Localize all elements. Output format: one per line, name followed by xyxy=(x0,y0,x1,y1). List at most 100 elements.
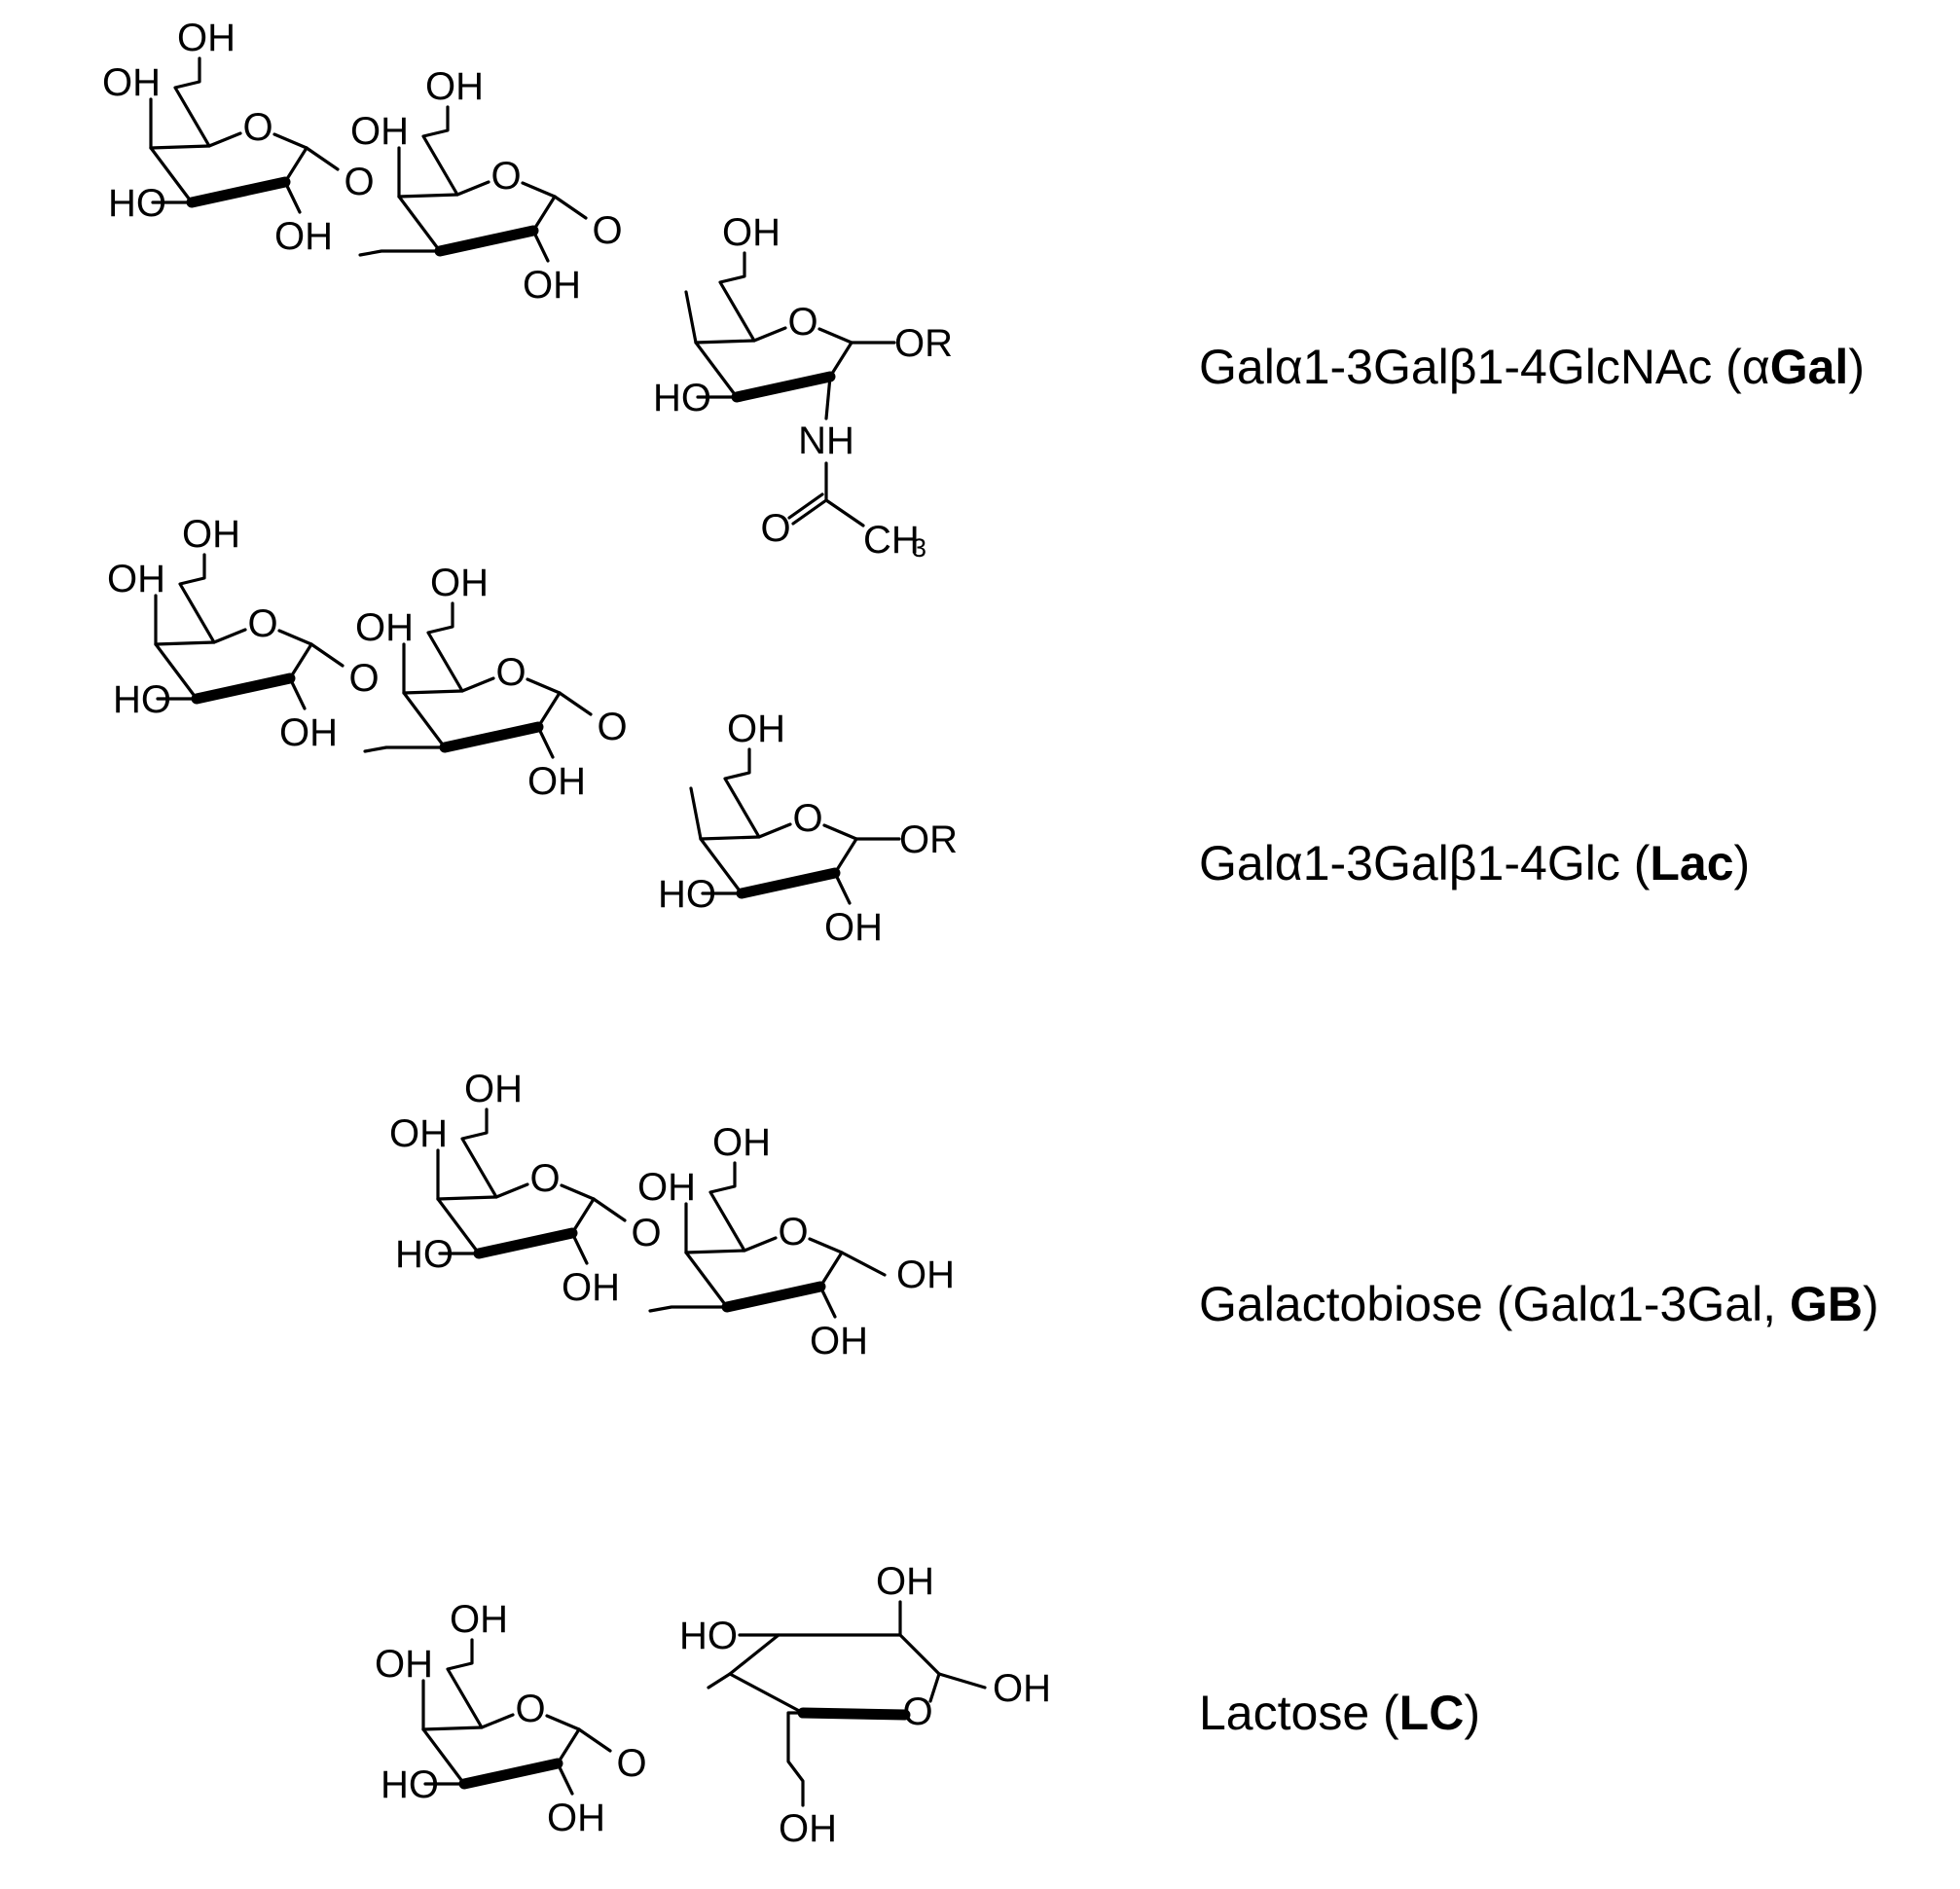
ring-oxygen-label: O xyxy=(792,797,822,840)
amide-nitrogen-label: NH xyxy=(798,419,854,462)
c4-hydroxyl-label: OH xyxy=(102,61,161,104)
ring-oxygen-label: O xyxy=(529,1157,560,1200)
glycosidic-oxygen-label: O xyxy=(631,1212,661,1254)
anomeric-bond xyxy=(937,1672,987,1689)
c6-hydroxyl-label: OH xyxy=(712,1121,771,1164)
glycosidic-oxygen-label: O xyxy=(597,706,627,748)
ring-oxygen-label: O xyxy=(495,651,526,694)
ch2oh-bond xyxy=(460,1108,498,1199)
c6-hydroxyl-label: OH xyxy=(425,65,484,108)
c6-hydroxyl-label: OH xyxy=(177,17,236,59)
c6-hydroxyl-label: OH xyxy=(779,1807,837,1850)
ring-bond xyxy=(699,837,744,895)
ch2oh-bond xyxy=(173,56,211,148)
glycosidic-bond xyxy=(309,642,345,668)
ring-bond xyxy=(699,822,792,841)
ring-bond xyxy=(818,1251,844,1289)
ch2oh-bond xyxy=(426,601,464,693)
c4-hydroxyl-label: OH xyxy=(375,1643,433,1686)
ring-bond xyxy=(154,642,199,701)
c6-hydroxyl-label: OH xyxy=(464,1068,523,1110)
glycosidic-bond xyxy=(592,1197,627,1222)
c3-link-bond xyxy=(648,1305,729,1313)
compound-name-gb: Galactobiose (Galα1-3Gal, GB) xyxy=(1199,1277,1879,1331)
anomeric-bond xyxy=(840,1251,887,1277)
c2-hydroxyl-label: OH xyxy=(562,1266,620,1309)
ring-bond xyxy=(822,823,858,841)
anomeric-hydroxyl-label: OH xyxy=(993,1667,1051,1710)
ring-bond xyxy=(421,1713,515,1731)
c6-hydroxyl-label: OH xyxy=(727,708,785,750)
methyl-label: CH xyxy=(863,519,920,562)
c2-hydroxyl-label: OH xyxy=(279,711,338,754)
c2-bond xyxy=(818,1285,837,1319)
c3-hydroxyl-label: HO xyxy=(653,377,711,419)
c6-hydroxyl-label: OH xyxy=(182,513,240,556)
carbonyl-oxygen-label: O xyxy=(760,507,790,550)
c2-bond xyxy=(536,725,555,759)
c2-hydroxyl-label: OH xyxy=(527,760,586,803)
compound-name-lac: Galα1-3Galβ1-4Glc (Lac) xyxy=(1199,836,1751,890)
ring-bond xyxy=(556,1727,581,1765)
c2-bond xyxy=(288,676,307,710)
ring-bond xyxy=(928,1672,941,1703)
c4-hydroxyl-label: OH xyxy=(637,1166,696,1209)
c2-hydroxyl-label: OH xyxy=(824,906,883,949)
ring-bond xyxy=(402,676,495,695)
ring-bond xyxy=(397,195,442,253)
ch2oh-bond xyxy=(786,1711,805,1807)
bold-front-bond xyxy=(191,672,296,705)
c3-hydroxyl-label: HO xyxy=(658,873,716,916)
ch2oh-bond xyxy=(718,251,756,343)
ring-bond xyxy=(536,691,562,729)
ring-oxygen-label: O xyxy=(515,1688,545,1730)
c2-hydroxyl-label: OH xyxy=(810,1320,868,1362)
aglycone-label: OR xyxy=(899,818,958,861)
ring-bond xyxy=(283,146,309,184)
compound-abbrev-lac: Lac xyxy=(1650,836,1734,890)
anomeric-hydroxyl-label: OH xyxy=(896,1253,955,1296)
ring-oxygen-label: O xyxy=(242,106,272,149)
glycosidic-bond xyxy=(577,1727,612,1753)
bold-front-bond xyxy=(434,225,539,257)
c2-bond xyxy=(556,1762,574,1796)
carbonyl-bond xyxy=(787,492,824,520)
glycosidic-oxygen-label: O xyxy=(344,161,374,203)
c3-link-bond xyxy=(358,249,442,257)
c2-hydroxyl-label: OH xyxy=(274,215,333,258)
c6-hydroxyl-label: OH xyxy=(430,562,489,604)
bold-front-bond xyxy=(736,867,841,899)
c2-bond xyxy=(531,229,550,263)
ring-bond xyxy=(149,146,194,204)
bold-front-bond xyxy=(458,1758,563,1790)
ring-oxygen-label: O xyxy=(787,301,817,344)
compound-name-agal: Galα1-3Galβ1-4GlcNAc (αGal) xyxy=(1199,340,1865,394)
compound-abbrev-gb: GB xyxy=(1789,1277,1863,1331)
c2-hydroxyl-label: OH xyxy=(876,1560,934,1603)
c2-hydroxyl-label: OH xyxy=(547,1797,605,1839)
compound-abbrev-agal: Gal xyxy=(1769,340,1849,394)
aglycone-label: OR xyxy=(894,322,953,365)
c2-nitrogen-bond xyxy=(824,375,832,420)
acetyl-bond xyxy=(824,461,865,527)
ring-bond xyxy=(521,181,557,199)
ring-oxygen-label: O xyxy=(247,602,277,645)
ring-bond xyxy=(694,341,739,399)
ring-bond xyxy=(149,131,242,150)
c6-hydroxyl-label: OH xyxy=(450,1598,508,1641)
ring-bond xyxy=(828,341,853,379)
ring-bond xyxy=(808,1237,844,1254)
ring-oxygen-label: O xyxy=(778,1211,808,1253)
c4-hydroxyl-label: OH xyxy=(107,558,165,600)
ring-oxygen-label: O xyxy=(490,155,521,198)
bold-front-bond xyxy=(721,1281,826,1313)
c2-bond xyxy=(570,1231,589,1265)
c2-hydroxyl-label: OH xyxy=(523,264,581,307)
ring-bond xyxy=(272,132,309,150)
ring-bond xyxy=(402,691,447,749)
ring-bond xyxy=(526,677,562,695)
carbonyl-bond xyxy=(791,498,828,526)
ring-bond xyxy=(694,326,787,345)
ring-bond xyxy=(436,1182,529,1201)
